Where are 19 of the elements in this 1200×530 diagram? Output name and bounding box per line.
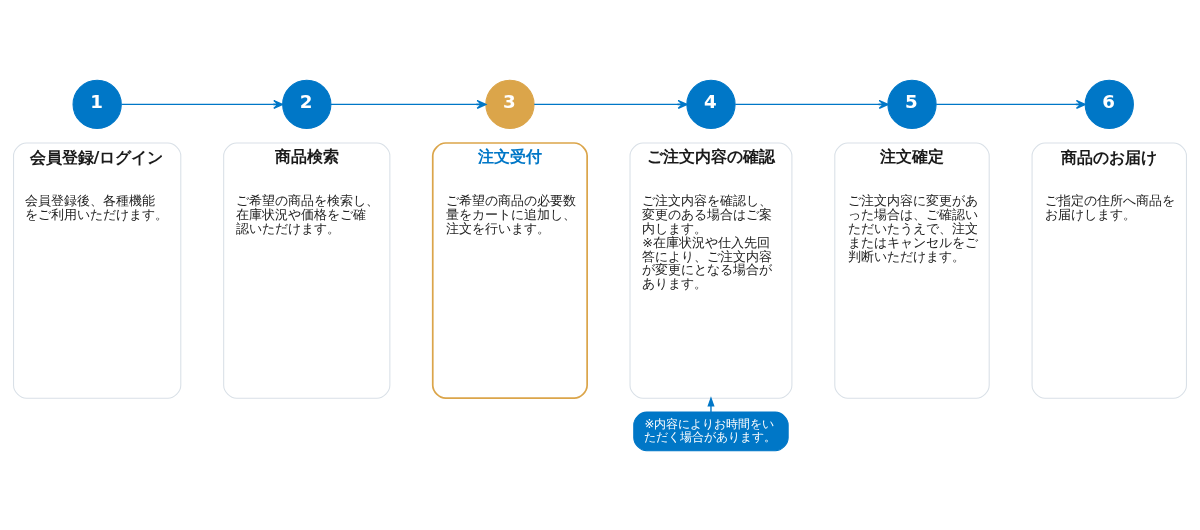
node-box: ※内容によりお時間をいただく場合があります。: [633, 411, 789, 451]
arrow: [533, 99, 688, 109]
arrow: [935, 99, 1086, 109]
node-box: ご注文内容の確認 ご注文内容を確認し、変更のある場合はご案内します。 ※在庫状況や仕入先回答により、ご注文内容が変更にとなる場合があります。: [629, 141, 793, 399]
arrow: [734, 99, 889, 109]
arrow: [120, 99, 284, 109]
node-box: 会員登録/ログイン 会員登録後、各種機能をご利用いただけます。: [13, 141, 182, 399]
arrow: [707, 395, 715, 413]
node-box: 注文受付 ご希望の商品の必要数量をカートに追加し、注文を行います。: [431, 141, 588, 399]
node-circle: 5: [887, 79, 937, 129]
node-circle: 6: [1084, 79, 1134, 129]
node-circle: 2: [282, 79, 332, 129]
node-circle: 1: [72, 79, 122, 129]
arrow: [330, 99, 487, 109]
node-circle: 3: [485, 79, 535, 129]
node-circle: 4: [686, 79, 736, 129]
node-box: 商品検索 ご希望の商品を検索し、在庫状況や価格をご確認いただけます。: [223, 141, 391, 399]
node-box: 注文確定 ご注文内容に変更があった場合は、ご確認いただいたうえで、注文またはキャンセルをご判断いただけます。: [834, 141, 990, 399]
node-box: 商品のお届け ご指定の住所へ商品をお届けします。: [1031, 141, 1187, 399]
